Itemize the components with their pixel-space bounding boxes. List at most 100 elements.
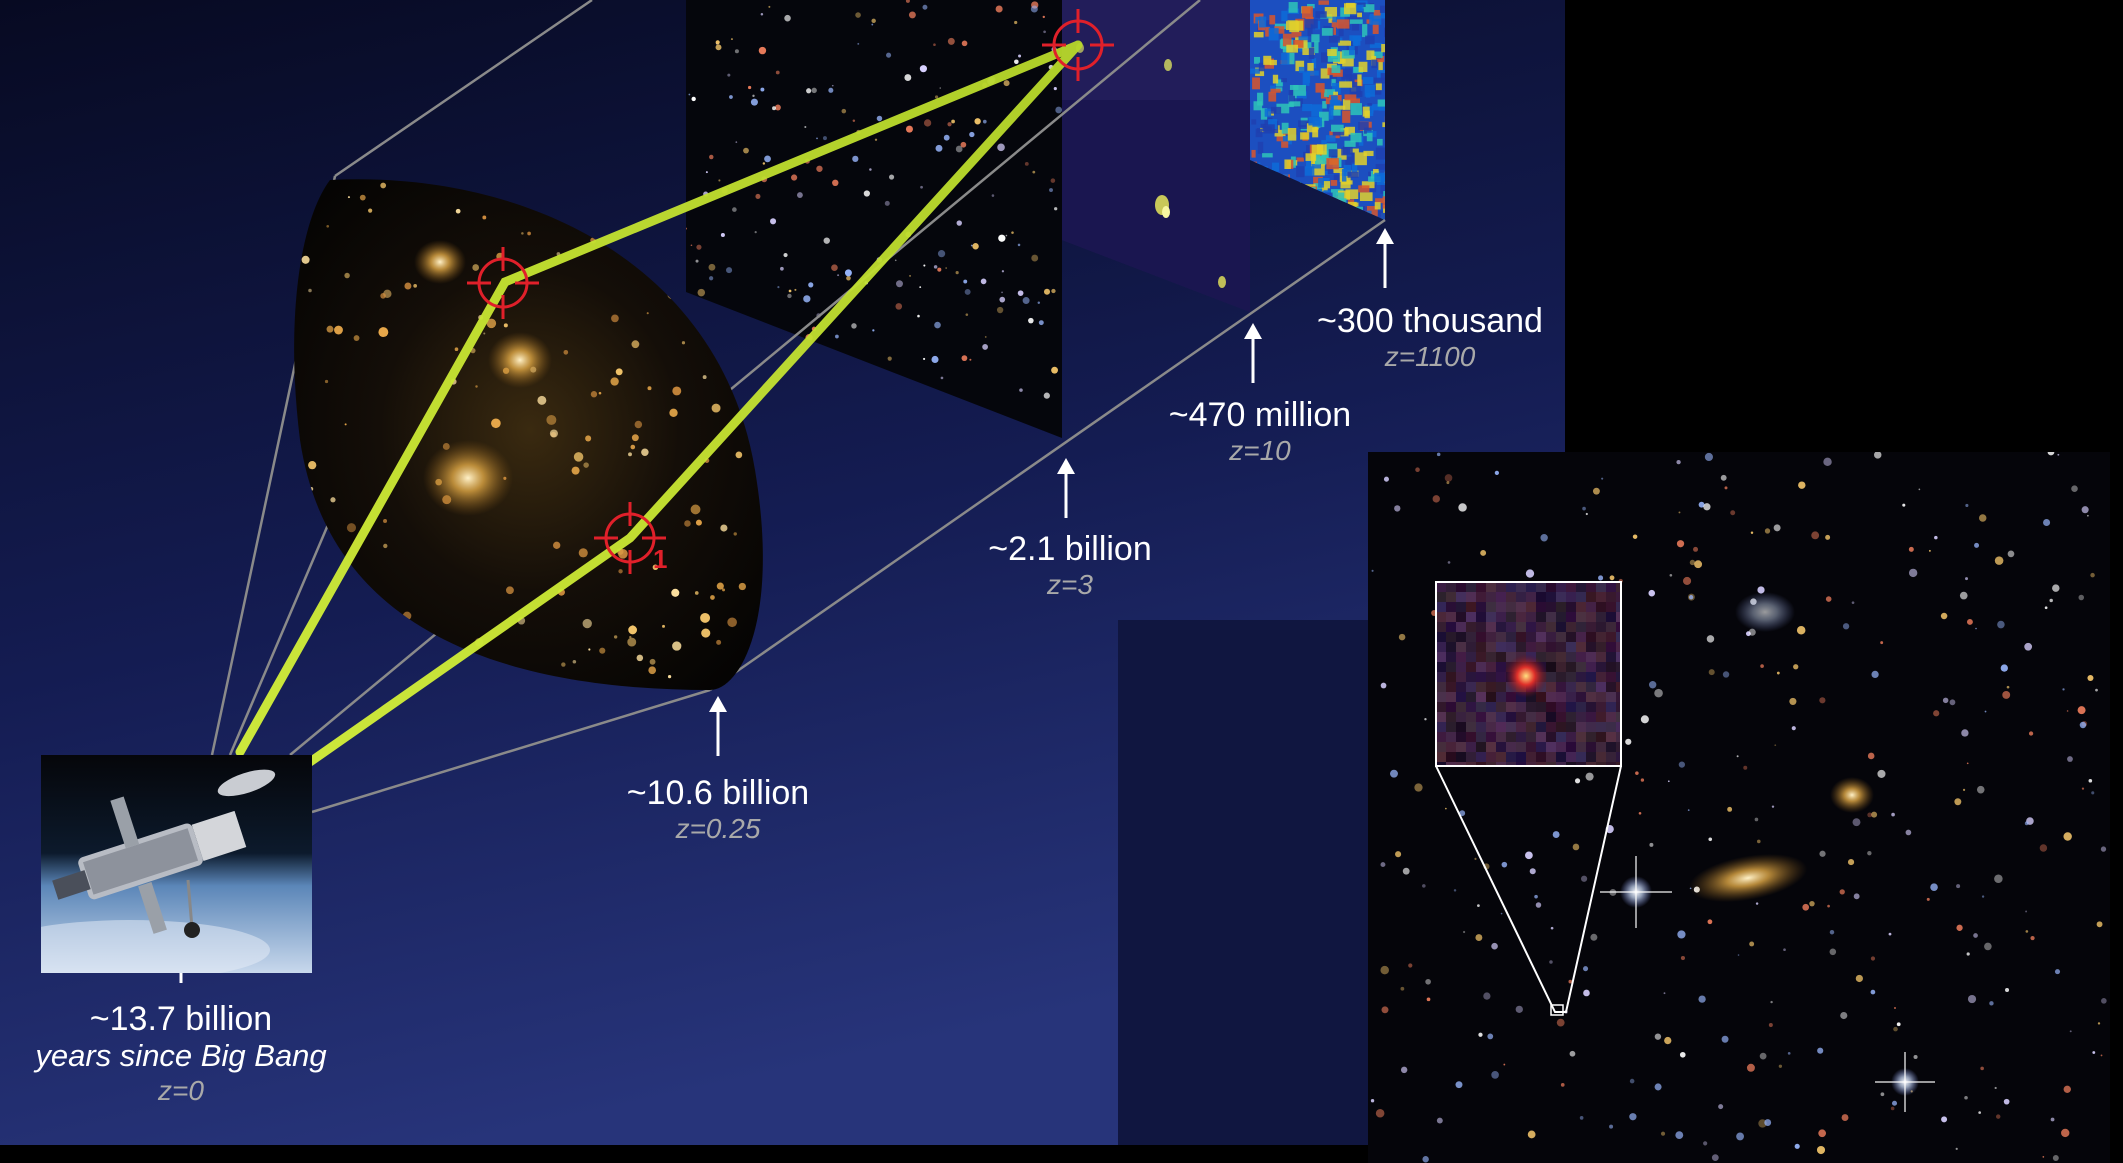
star-speck (1967, 994, 1977, 1004)
star-speck (1436, 1117, 1443, 1124)
cmb-fluctuation (1330, 95, 1338, 105)
inset-pixel (1606, 722, 1616, 732)
inset-pixel (1466, 682, 1476, 692)
star-speck (947, 122, 952, 127)
cmb-fluctuation (1296, 157, 1304, 162)
star-speck (1966, 619, 1973, 625)
star-speck (598, 391, 602, 395)
inset-pixel (1496, 602, 1506, 612)
cmb-fluctuation (1328, 149, 1338, 158)
inset-pixel (1486, 622, 1496, 632)
inset-pixel (1486, 722, 1496, 732)
inset-pixel (1616, 702, 1621, 712)
star-speck (770, 218, 777, 225)
star-speck (808, 282, 814, 288)
star-speck (671, 588, 680, 597)
star-speck (1525, 851, 1533, 860)
star-speck (1842, 623, 1850, 630)
star-speck (1840, 1011, 1848, 1020)
inset-pixel (1576, 672, 1586, 682)
cmb-fluctuation (1301, 6, 1313, 19)
star-speck (1976, 785, 1985, 794)
star-speck (1654, 1033, 1662, 1040)
inset-pixel (1556, 632, 1566, 642)
star-speck (1635, 771, 1639, 775)
cmb-fluctuation (1375, 82, 1382, 91)
star-speck (963, 279, 968, 284)
cmb-fluctuation (1350, 132, 1362, 143)
inset-pixel (1516, 592, 1526, 602)
cmb-fluctuation (1339, 81, 1353, 88)
star-speck (711, 403, 721, 413)
star-speck (455, 208, 461, 214)
inset-pixel (1446, 672, 1456, 682)
star-speck (709, 154, 714, 160)
star-speck (2063, 832, 2072, 841)
inset-pixel (1506, 602, 1516, 612)
inset-pixel (1536, 752, 1546, 762)
inset-pixel (1536, 652, 1546, 662)
star-speck (716, 639, 722, 645)
cmb-fluctuation (1313, 176, 1323, 187)
inset-pixel (1436, 702, 1446, 712)
star-speck (1525, 569, 1535, 578)
star-speck (884, 200, 890, 206)
star-speck (955, 271, 959, 275)
cmb-fluctuation (1257, 27, 1262, 36)
inset-pixel (1456, 582, 1466, 592)
star-speck (1928, 549, 1931, 552)
star-speck (923, 357, 926, 361)
inset-pixel (1586, 742, 1596, 752)
cmb-fluctuation (1362, 106, 1370, 117)
cmb-fluctuation (1365, 92, 1371, 98)
inset-pixel (1476, 632, 1486, 642)
star-speck (1534, 894, 1538, 899)
inset-pixel (1576, 622, 1586, 632)
inset-pixel (1496, 612, 1506, 622)
inset-pixel (1616, 672, 1621, 682)
star-speck (734, 49, 739, 54)
star-speck (628, 625, 637, 635)
star-speck (1371, 569, 1374, 572)
star-speck (1609, 575, 1615, 581)
star-speck (486, 318, 497, 329)
cmb-fluctuation (1363, 127, 1372, 134)
inset-pixel (1446, 582, 1456, 592)
cmb-fluctuation (1327, 51, 1341, 62)
inset-pixel (1596, 672, 1606, 682)
star-speck (1053, 87, 1057, 91)
star-speck (1383, 476, 1389, 482)
cmb-fluctuation (1332, 192, 1345, 203)
cmb-fluctuation (1255, 16, 1261, 24)
star-speck (578, 548, 588, 558)
star-speck (1629, 1113, 1637, 1121)
epoch-label-now: ~13.7 billion years since Big Bang z=0 (0, 1000, 362, 1108)
star-speck (2096, 921, 2103, 928)
star-speck (1444, 474, 1453, 482)
inset-pixel (1526, 722, 1536, 732)
star-speck (730, 38, 733, 41)
star-speck (1001, 270, 1005, 273)
star-speck (732, 207, 737, 212)
cmb-fluctuation (1366, 132, 1373, 142)
cmb-fluctuation (1300, 132, 1310, 140)
inset-pixel (1496, 742, 1506, 752)
cmb-fluctuation (1362, 77, 1374, 85)
inset-pixel (1566, 582, 1576, 592)
star-speck (2052, 584, 2060, 592)
star-speck (1017, 243, 1021, 247)
inset-zoom-lines (1435, 765, 1622, 1013)
inset-pixel (1466, 582, 1476, 592)
inset-pixel (1536, 632, 1546, 642)
star-speck (1003, 80, 1010, 87)
star-speck (1678, 761, 1686, 768)
inset-pixel (1616, 622, 1621, 632)
inset-pixel (1616, 722, 1621, 732)
inset-pixel (1606, 682, 1616, 692)
star-speck (909, 275, 911, 277)
star-speck (681, 341, 686, 345)
star-speck (733, 532, 737, 536)
star-speck (1794, 1143, 1800, 1149)
star-speck (1768, 1023, 1773, 1028)
star-speck (1654, 1083, 1662, 1091)
